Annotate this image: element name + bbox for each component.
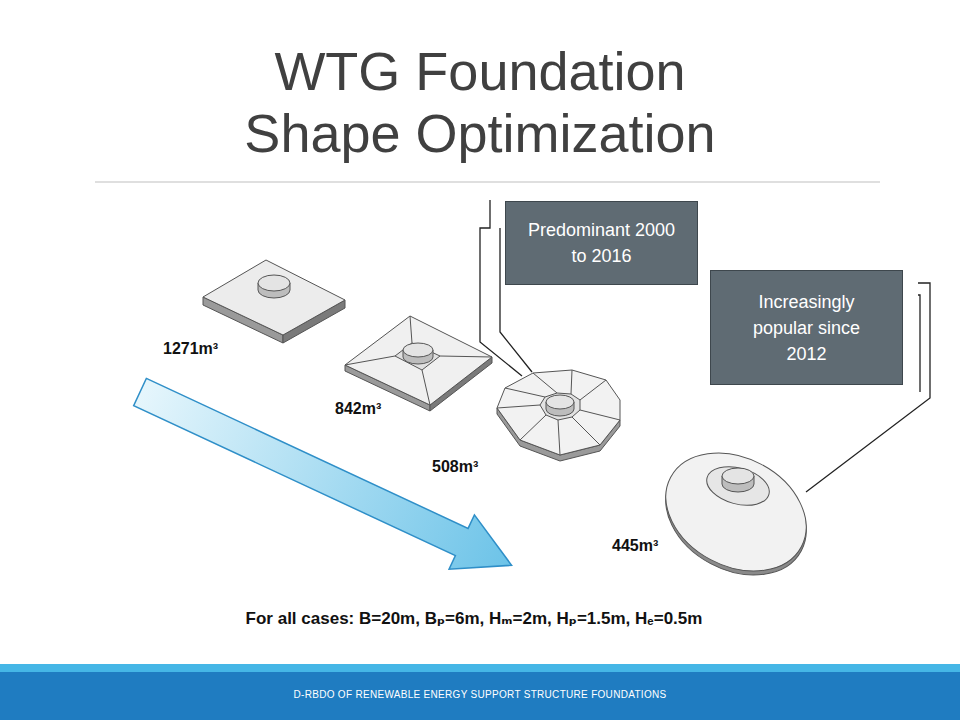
pyramidal-foundation <box>345 316 492 411</box>
callout-box: Increasingly popular since 2012 <box>710 270 903 385</box>
callout-text: Increasingly popular since 2012 <box>737 289 877 367</box>
trend-arrow <box>127 365 524 593</box>
title-rule <box>95 182 880 183</box>
volume-label: 445m³ <box>612 537 658 555</box>
volume-label: 1271m³ <box>163 340 218 358</box>
footer-bar <box>0 672 960 720</box>
footer-text: D-RBDO OF RENEWABLE ENERGY SUPPORT STRUC… <box>294 689 667 700</box>
square-slab-foundation <box>203 260 345 343</box>
octagonal-foundation <box>497 370 620 461</box>
circular-foundation <box>645 430 826 599</box>
callout-bracket <box>480 200 930 492</box>
slide-title: WTG Foundation Shape Optimization <box>220 40 740 164</box>
volume-label: 508m³ <box>432 458 478 476</box>
volume-label: 842m³ <box>335 400 381 418</box>
callout-box: Predominant 2000 to 2016 <box>505 201 698 285</box>
footer-strip <box>0 664 960 672</box>
dimension-note: For all cases: B=20m, Bₚ=6m, Hₘ=2m, Hₚ=1… <box>246 608 703 629</box>
callout-text: Predominant 2000 to 2016 <box>527 217 677 269</box>
